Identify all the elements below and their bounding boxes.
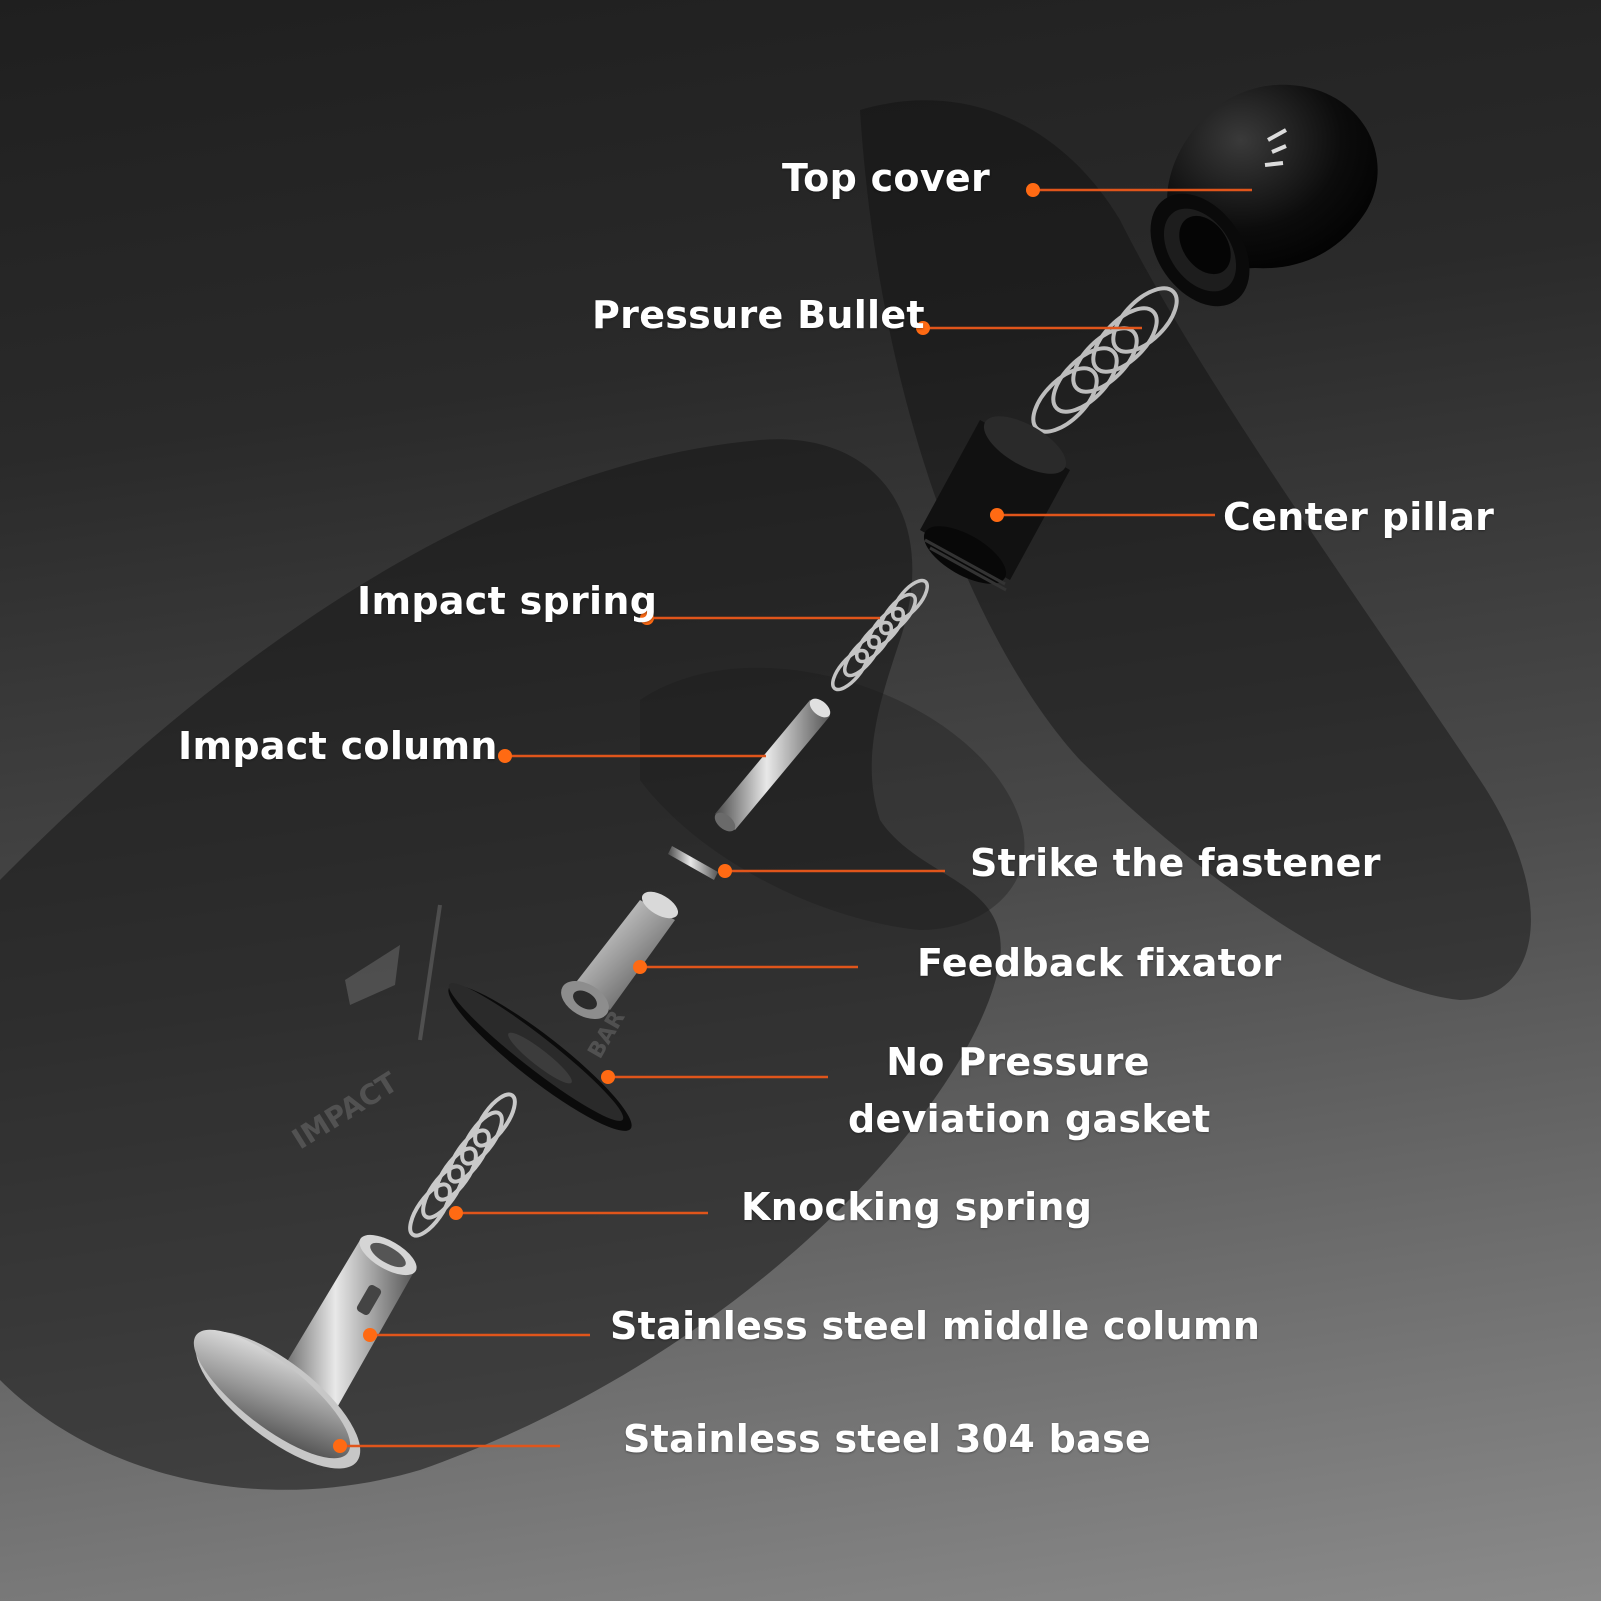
top-cover-part bbox=[1150, 84, 1378, 307]
knocking-spring-part bbox=[408, 1092, 517, 1238]
center-pillar-part bbox=[920, 416, 1070, 592]
impact-spring-part bbox=[831, 578, 929, 692]
label-center-pillar: Center pillar bbox=[1223, 495, 1495, 539]
base-part bbox=[193, 1329, 361, 1469]
leader-dot-pressure-bullet bbox=[916, 321, 930, 335]
background-stem-silhouette bbox=[640, 667, 1025, 930]
label-gasket: No Pressure deviation gasket bbox=[848, 1034, 1211, 1148]
label-middle-column: Stainless steel middle column bbox=[610, 1304, 1261, 1348]
label-impact-spring: Impact spring bbox=[357, 579, 658, 623]
leader-dot-impact-spring bbox=[640, 611, 654, 625]
label-impact-column: Impact column bbox=[178, 724, 498, 768]
background-handle-silhouette bbox=[860, 100, 1531, 1001]
label-strike-fastener: Strike the fastener bbox=[970, 841, 1381, 885]
leader-dot-feedback-fixator bbox=[633, 960, 647, 974]
watermark-line bbox=[418, 904, 442, 1041]
label-knocking-spring: Knocking spring bbox=[741, 1185, 1093, 1229]
label-feedback-fixator: Feedback fixator bbox=[917, 941, 1282, 985]
label-gasket-line1: No Pressure bbox=[886, 1040, 1150, 1084]
strike-fastener-part bbox=[668, 846, 718, 880]
label-base: Stainless steel 304 base bbox=[623, 1417, 1152, 1461]
leader-dot-gasket bbox=[601, 1070, 615, 1084]
leader-dot-middle-column bbox=[363, 1328, 377, 1342]
leader-lines bbox=[333, 183, 1252, 1453]
label-gasket-line2: deviation gasket bbox=[848, 1097, 1211, 1141]
feedback-fixator-part bbox=[561, 891, 679, 1019]
label-top-cover: Top cover bbox=[782, 156, 991, 200]
leader-dot-center-pillar bbox=[990, 508, 1004, 522]
leader-dot-top-cover bbox=[1026, 183, 1040, 197]
leader-dot-base bbox=[333, 1439, 347, 1453]
leader-dot-knocking-spring bbox=[449, 1206, 463, 1220]
watermark-slash bbox=[345, 945, 400, 1005]
leader-dot-impact-column bbox=[498, 749, 512, 763]
impact-column-part bbox=[714, 698, 831, 832]
pressure-bullet-spring-part bbox=[1031, 286, 1179, 434]
label-pressure-bullet: Pressure Bullet bbox=[592, 293, 925, 337]
leader-dot-strike-fastener bbox=[718, 864, 732, 878]
background-product-silhouette bbox=[0, 439, 1001, 1490]
gasket-part bbox=[448, 983, 632, 1131]
